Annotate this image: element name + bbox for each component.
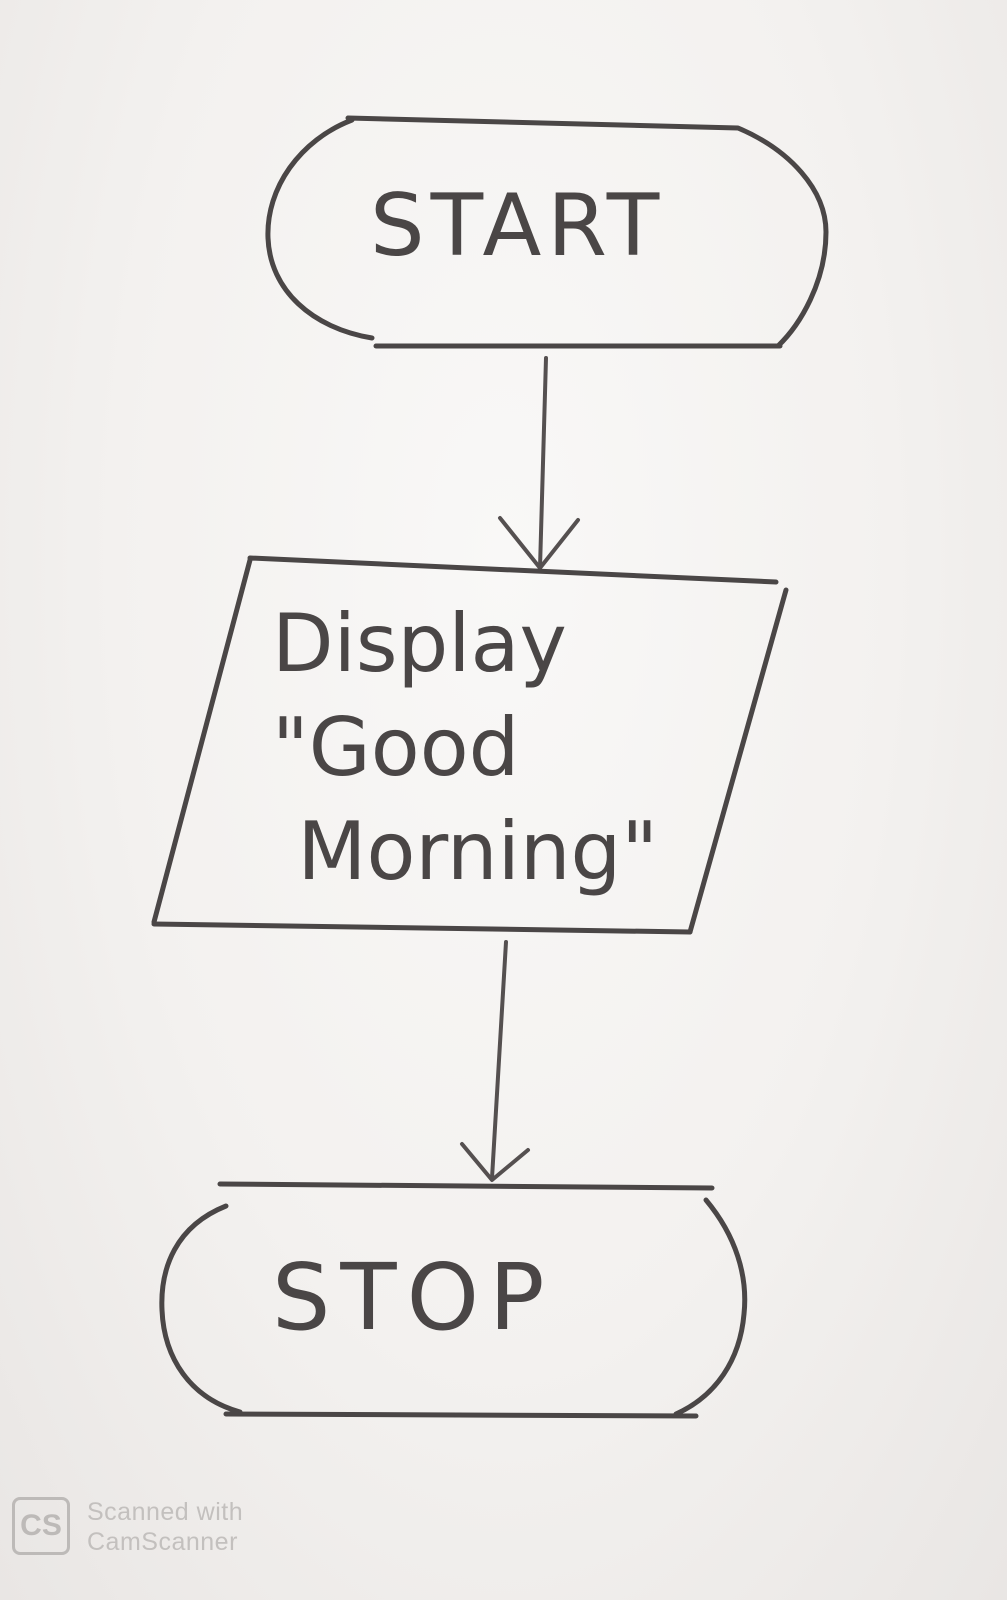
arrow-head-2 — [460, 1142, 530, 1182]
watermark-text: Scanned with CamScanner — [87, 1497, 243, 1557]
arrow-line-2 — [490, 940, 508, 1180]
stop-terminator-top — [217, 1181, 715, 1191]
display-parallelogram — [151, 555, 789, 935]
start-terminator-left — [265, 117, 375, 341]
camscanner-watermark: CS Scanned with CamScanner — [12, 1497, 272, 1561]
arrow-start-to-display — [498, 356, 580, 570]
stop-terminator-right — [673, 1197, 748, 1417]
start-terminator-top — [345, 115, 829, 349]
display-right-edge — [687, 587, 789, 935]
arrow-head-1 — [498, 516, 580, 570]
display-left-edge — [151, 557, 253, 925]
arrow-line-1 — [538, 356, 548, 570]
start-terminator — [265, 115, 829, 349]
stop-terminator-bottom — [223, 1411, 699, 1419]
stop-terminator — [159, 1181, 748, 1419]
display-bottom-edge — [151, 921, 693, 935]
stop-terminator-left — [159, 1203, 243, 1415]
start-label: START — [370, 176, 666, 276]
display-top-edge — [247, 555, 779, 585]
watermark-line-1: Scanned with — [87, 1498, 244, 1526]
watermark-line-2: CamScanner — [87, 1528, 238, 1556]
arrow-display-to-stop — [460, 940, 530, 1182]
display-label: Display "Good Morning" — [272, 597, 659, 898]
camscanner-logo-icon: CS — [12, 1497, 70, 1555]
stop-label: STOP — [272, 1244, 555, 1351]
